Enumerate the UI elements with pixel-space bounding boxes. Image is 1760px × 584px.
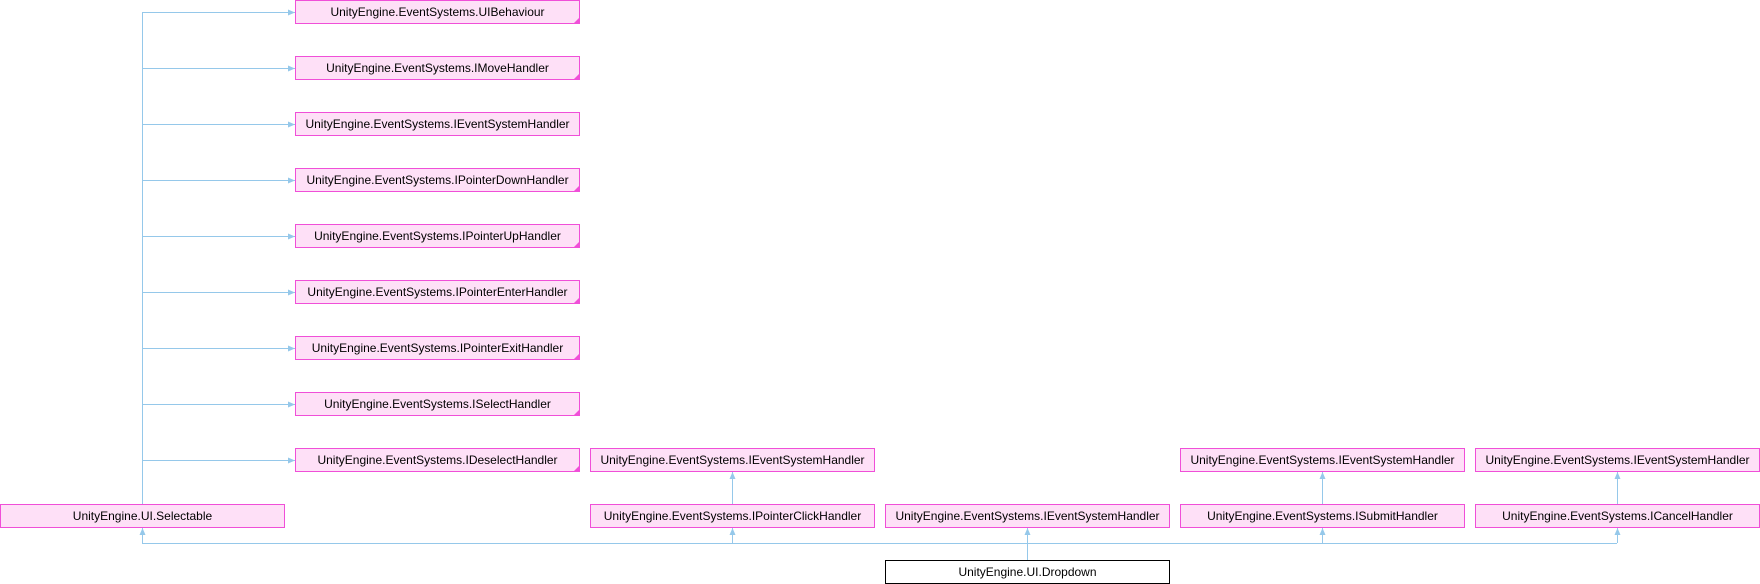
- node-ideselecthandler[interactable]: UnityEngine.EventSystems.IDeselectHandle…: [295, 448, 580, 472]
- node-ipointeruphandler[interactable]: UnityEngine.EventSystems.IPointerUpHandl…: [295, 224, 580, 248]
- node-dropdown-main: UnityEngine.UI.Dropdown: [885, 560, 1170, 584]
- node-pointerclick-base[interactable]: UnityEngine.EventSystems.IEventSystemHan…: [590, 448, 875, 472]
- node-imovehandler[interactable]: UnityEngine.EventSystems.IMoveHandler: [295, 56, 580, 80]
- node-isubmithandler[interactable]: UnityEngine.EventSystems.ISubmitHandler: [1180, 504, 1465, 528]
- node-icancelhandler[interactable]: UnityEngine.EventSystems.ICancelHandler: [1475, 504, 1760, 528]
- node-ipointerenterhandler[interactable]: UnityEngine.EventSystems.IPointerEnterHa…: [295, 280, 580, 304]
- node-ieventsystemhandler[interactable]: UnityEngine.EventSystems.IEventSystemHan…: [295, 112, 580, 136]
- node-ipointerexithandler[interactable]: UnityEngine.EventSystems.IPointerExitHan…: [295, 336, 580, 360]
- node-iselecthandler[interactable]: UnityEngine.EventSystems.ISelectHandler: [295, 392, 580, 416]
- node-ipointerdownhandler[interactable]: UnityEngine.EventSystems.IPointerDownHan…: [295, 168, 580, 192]
- node-cancel-base[interactable]: UnityEngine.EventSystems.IEventSystemHan…: [1475, 448, 1760, 472]
- node-direct-ieventsystemhandler[interactable]: UnityEngine.EventSystems.IEventSystemHan…: [885, 504, 1170, 528]
- node-uibehaviour[interactable]: UnityEngine.EventSystems.UIBehaviour: [295, 0, 580, 24]
- node-selectable[interactable]: UnityEngine.UI.Selectable: [0, 504, 285, 528]
- node-submit-base[interactable]: UnityEngine.EventSystems.IEventSystemHan…: [1180, 448, 1465, 472]
- node-ipointerclickhandler[interactable]: UnityEngine.EventSystems.IPointerClickHa…: [590, 504, 875, 528]
